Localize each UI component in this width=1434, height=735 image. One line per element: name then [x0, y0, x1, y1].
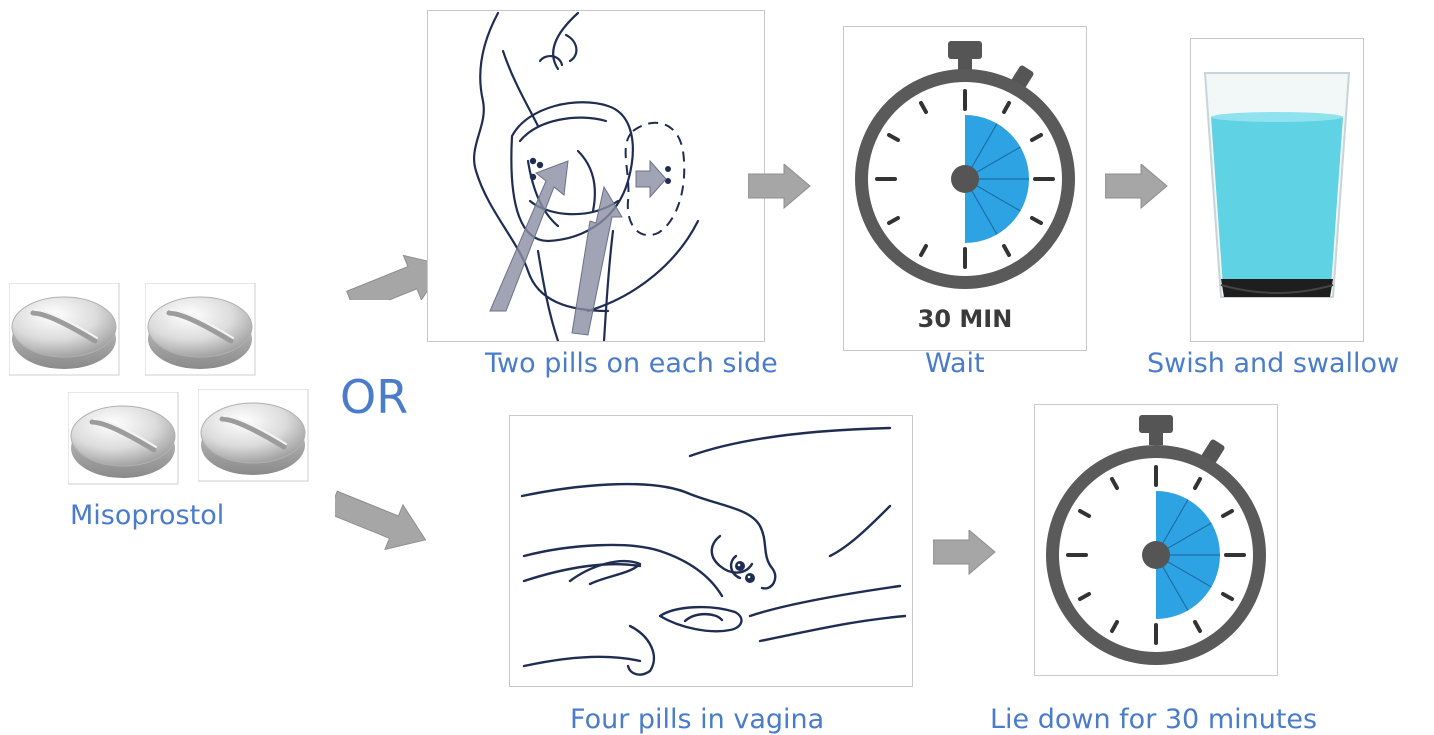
- water-glass-icon: [1191, 39, 1363, 341]
- hand-icon: [510, 416, 912, 686]
- mouth-panel: [427, 10, 765, 342]
- stopwatch-panel: 30 MIN: [843, 26, 1087, 351]
- misoprostol-label: Misoprostol: [70, 500, 224, 531]
- or-label: OR: [340, 370, 408, 424]
- pill-icon: [198, 389, 310, 483]
- mouth-icon: [428, 11, 764, 341]
- swish-label: Swish and swallow: [1147, 348, 1399, 379]
- timer-text: 30 MIN: [918, 305, 1013, 333]
- lie-down-label: Lie down for 30 minutes: [990, 704, 1317, 735]
- arrow-icon: [748, 164, 814, 212]
- arrow-icon: [335, 480, 455, 560]
- glass-panel: [1190, 38, 1364, 342]
- pill-icon: [145, 283, 257, 377]
- stopwatch-panel-2: [1034, 404, 1278, 676]
- vaginal-panel: [509, 415, 913, 687]
- buccal-label: Two pills on each side: [485, 348, 778, 379]
- stopwatch-icon: [1035, 405, 1277, 675]
- stopwatch-icon: 30 MIN: [844, 27, 1086, 350]
- vaginal-label: Four pills in vagina: [570, 704, 824, 735]
- pill-icon: [9, 283, 121, 377]
- arrow-icon: [1105, 164, 1171, 212]
- pill-icon: [68, 392, 180, 486]
- wait-label: Wait: [925, 348, 985, 379]
- arrow-icon: [933, 530, 999, 578]
